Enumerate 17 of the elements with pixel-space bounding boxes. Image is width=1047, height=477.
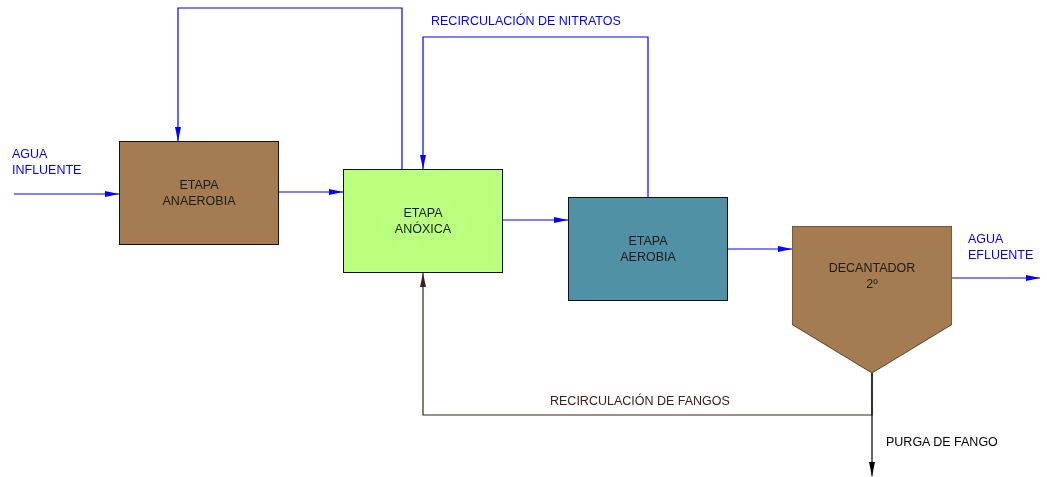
- arrow: [278, 189, 344, 195]
- arrow: [727, 246, 793, 252]
- process-box: [568, 197, 728, 301]
- node-label: ETAPA ANÓXICA: [394, 204, 452, 238]
- arrow: [175, 7, 403, 170]
- settler-tank: [792, 226, 952, 373]
- node-label: ETAPA AEROBIA: [620, 232, 676, 266]
- process-box: [119, 141, 279, 245]
- arrow: [951, 275, 1041, 281]
- arrow: [869, 372, 875, 477]
- node-label: ETAPA ANAEROBIA: [162, 176, 236, 210]
- arrow: [420, 36, 649, 198]
- arrow: [420, 272, 873, 416]
- arrow: [502, 217, 569, 223]
- node-label: DECANTADOR 2º: [828, 260, 916, 293]
- arrow: [13, 191, 120, 197]
- process-box: [343, 169, 503, 273]
